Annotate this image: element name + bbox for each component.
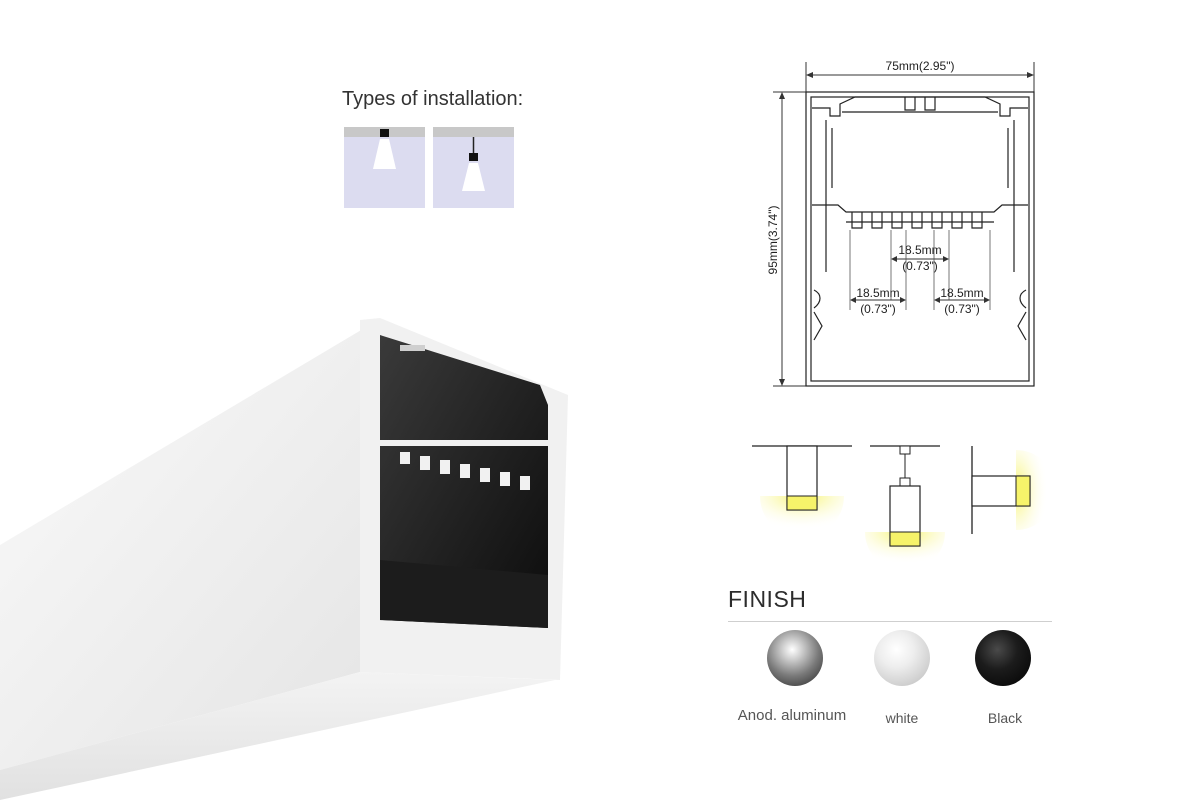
profile-fins	[400, 452, 530, 490]
right-gap-mm-label: 18.5mm	[940, 286, 983, 300]
surface-mount-light-icon	[752, 445, 852, 538]
anodized-aluminum-swatch	[767, 630, 823, 686]
center-gap-mm-label: 18.5mm	[898, 243, 941, 257]
finish-title: FINISH	[728, 586, 807, 612]
left-gap-mm-label: 18.5mm	[856, 286, 899, 300]
pendant-mount-icon	[433, 127, 514, 208]
finish-divider	[728, 621, 1052, 622]
profile-inner-section	[380, 335, 548, 628]
finish-label-white: white	[885, 710, 919, 726]
pendant-light-icon	[865, 445, 945, 570]
profile-bottom-face	[0, 672, 555, 800]
profile-outline	[805, 91, 1035, 387]
recessed-ceiling-icon	[344, 127, 425, 208]
width-dimension-label: 75mm(2.95")	[886, 59, 955, 73]
finish-label-anodized: Anod. aluminum	[737, 707, 847, 724]
height-dimension-label: 95mm(3.74")	[766, 206, 780, 275]
installation-title: Types of installation:	[342, 88, 524, 110]
profile-3d-render	[0, 318, 568, 800]
wall-mount-light-icon	[971, 446, 1056, 534]
white-swatch	[874, 630, 930, 686]
finish-label-black: Black	[987, 710, 1023, 726]
cross-section-drawing: 75mm(2.95") 95mm(3.74") 18.5mm (0.73") 1…	[766, 59, 1035, 387]
right-gap-in-label: (0.73")	[944, 302, 980, 316]
profile-side-face	[0, 320, 378, 770]
left-gap-in-label: (0.73")	[860, 302, 896, 316]
black-swatch	[975, 630, 1031, 686]
center-gap-in-label: (0.73")	[902, 259, 938, 273]
